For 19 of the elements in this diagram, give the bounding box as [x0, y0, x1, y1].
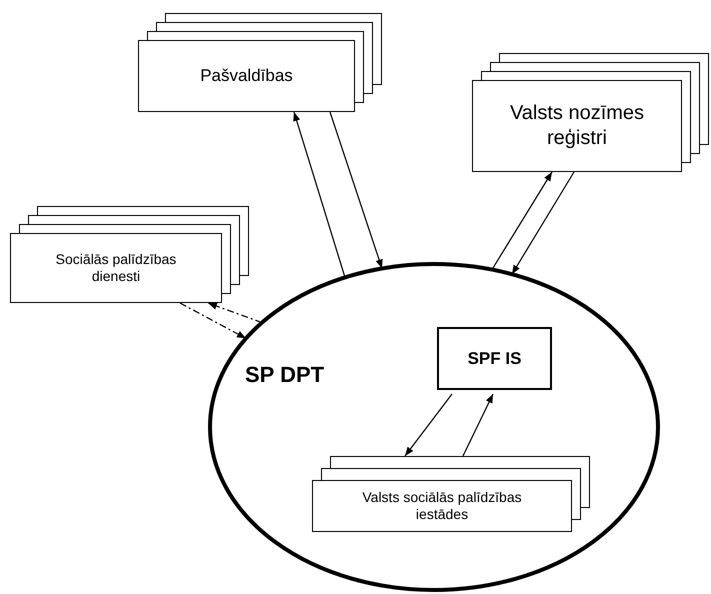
document-stack — [10, 206, 249, 303]
system-box — [437, 327, 552, 390]
arrow — [180, 302, 246, 339]
arrow — [491, 172, 553, 270]
document-stack — [472, 53, 709, 172]
arrow — [208, 302, 262, 324]
stack-label: Valsts sociālās palīdzības iestādes — [361, 488, 523, 524]
arrow — [462, 394, 494, 456]
box-label: SPF IS — [468, 348, 522, 370]
document-stack — [138, 13, 382, 112]
arrow — [511, 172, 575, 275]
stack-label: Valsts nozīmes reģistri — [508, 101, 646, 151]
stack-label: Sociālās palīdzības dienesti — [54, 250, 178, 286]
arrow — [329, 112, 383, 269]
ellipse-label: SP DPT — [245, 361, 324, 389]
arrow — [293, 112, 346, 278]
document-stack — [312, 456, 590, 532]
arrow — [404, 394, 452, 456]
stack-label: Pašvaldības — [200, 65, 293, 87]
